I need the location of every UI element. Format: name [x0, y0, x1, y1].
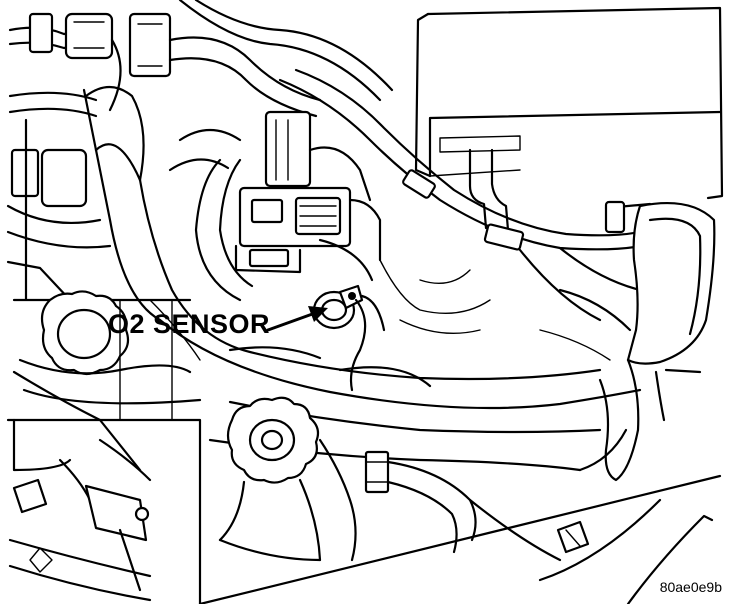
- lower-left-bracket: [6, 418, 202, 604]
- lower-shroud: [198, 474, 722, 604]
- o2-sensor-label: O2 SENSOR: [108, 309, 271, 339]
- misc-linework: [29, 259, 611, 573]
- callout-arrow: [266, 306, 328, 332]
- radiator-cap: [218, 396, 357, 562]
- intake-hose: [82, 85, 642, 410]
- battery-box: [414, 6, 724, 232]
- wiring-harness-right: [278, 68, 652, 322]
- figure-id: 80ae0e9b: [659, 579, 722, 595]
- hose-clamp: [364, 450, 477, 554]
- air-duct: [558, 200, 716, 482]
- o2-sensor: [312, 284, 386, 392]
- upper-left-harness: [8, 0, 394, 118]
- connector-cluster: [168, 110, 382, 302]
